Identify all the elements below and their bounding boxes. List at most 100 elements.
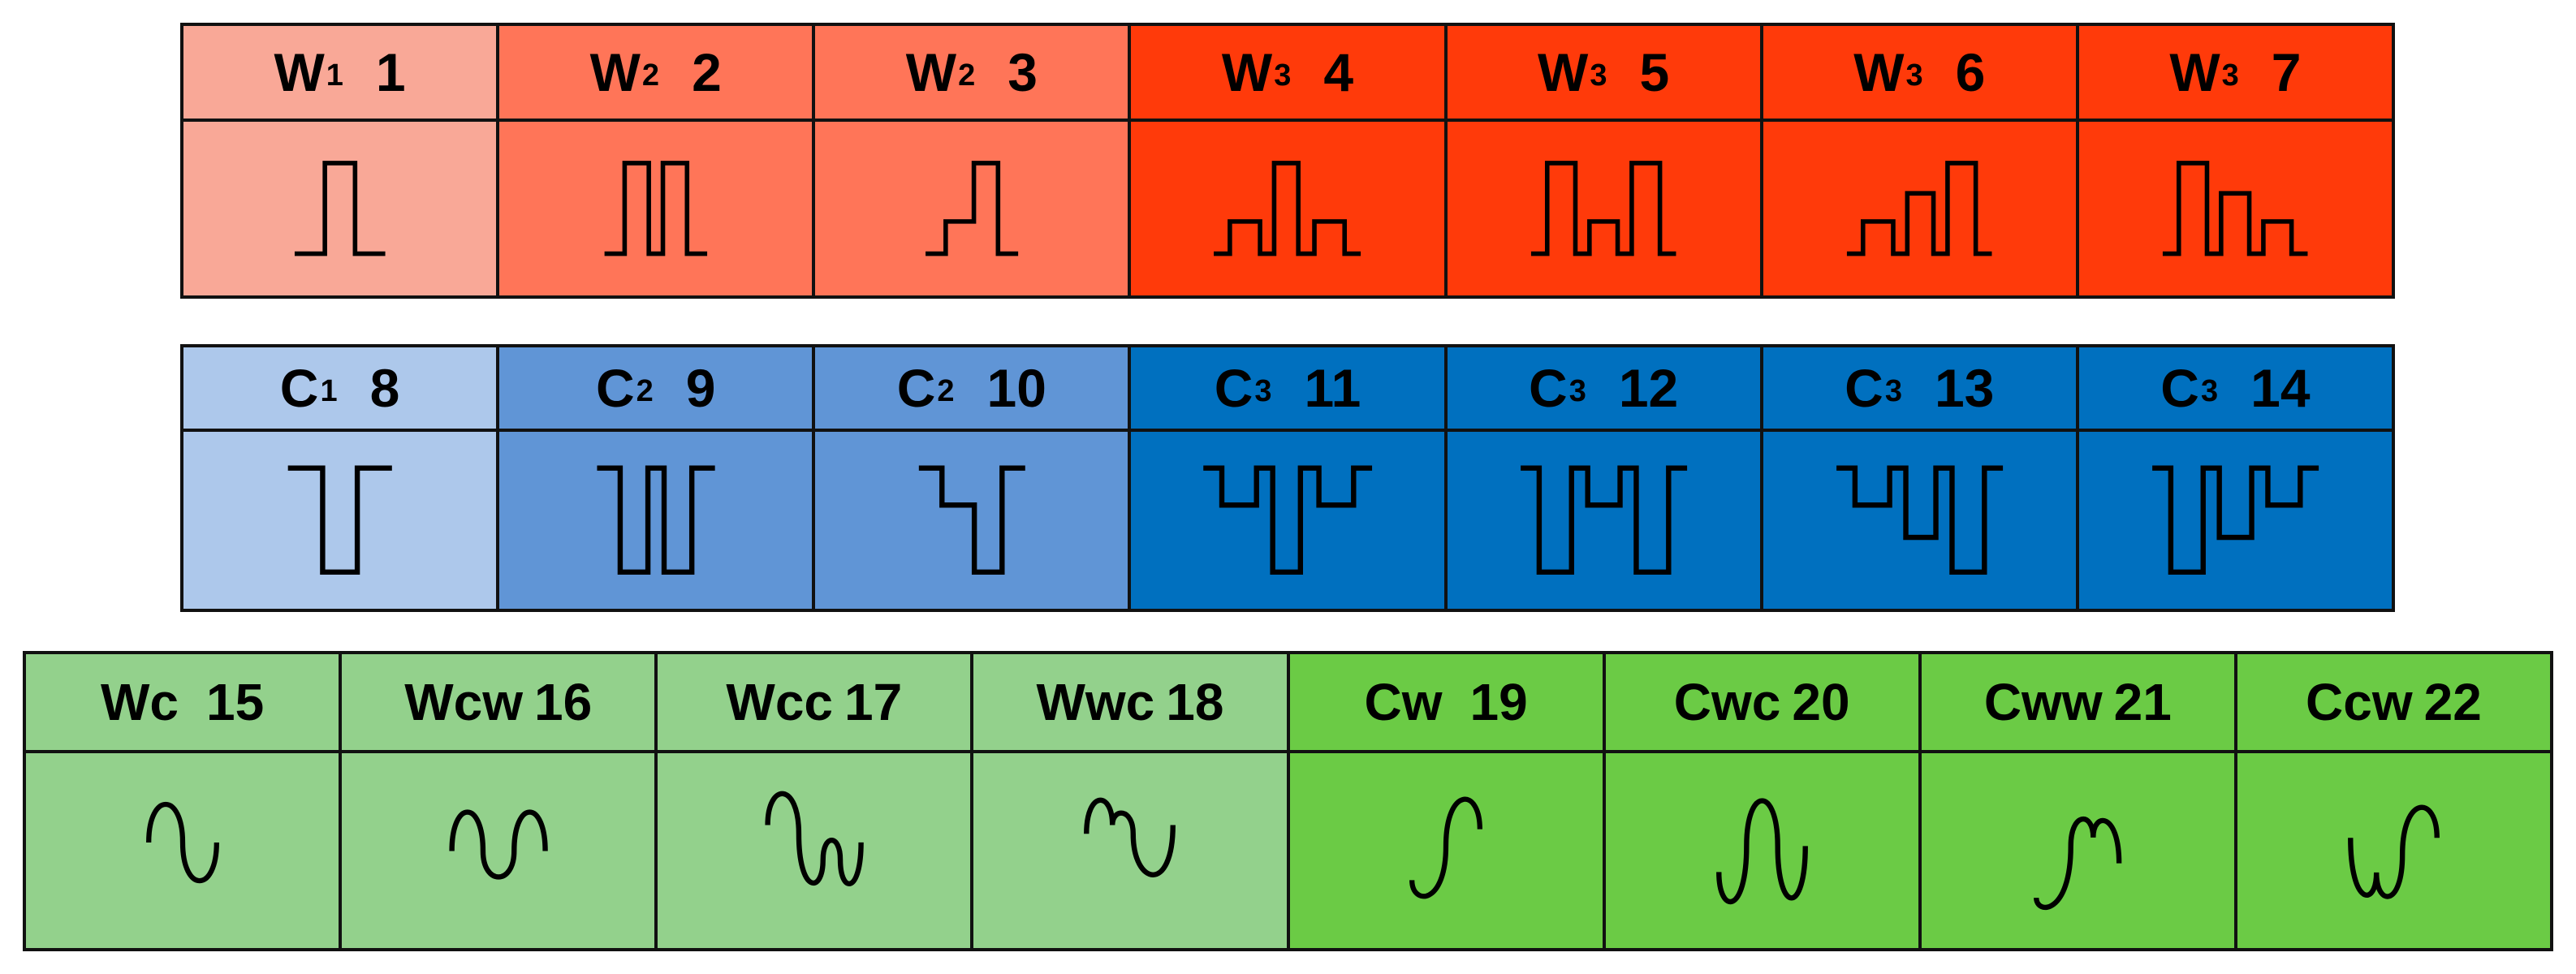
square-wave-icon: [287, 465, 392, 575]
wave-shape-cell: [815, 432, 1132, 612]
square-wave-icon: [1203, 465, 1372, 575]
wave-type-number: 4: [1323, 42, 1354, 102]
sine-wave-icon: [1084, 797, 1176, 877]
wave-type-name: C: [1214, 358, 1253, 418]
wave-type-number: 2: [692, 42, 722, 102]
wave-path: [2151, 465, 2319, 575]
wave-type-number: 12: [1618, 358, 1679, 418]
wave-shape-cell: [342, 753, 658, 951]
wave-type-name: C: [896, 358, 936, 418]
wave-type-subscript: 2: [958, 58, 976, 93]
wave-path: [448, 809, 548, 880]
wave-shape-cell: [499, 122, 816, 299]
wave-type-number: 14: [2250, 358, 2311, 418]
wave-path: [925, 161, 1018, 256]
wave-type-number: 17: [844, 673, 903, 731]
wave-path: [1715, 798, 1808, 905]
wave-shape-cell: [815, 122, 1132, 299]
square-wave-icon: [1847, 161, 1992, 256]
wave-path: [1530, 161, 1676, 256]
wave-path: [1520, 465, 1687, 575]
wave-type-subscript: 2: [636, 373, 654, 408]
wave-shape-cell: [973, 753, 1290, 951]
wave-type-number: 9: [685, 358, 716, 418]
wave-path: [1203, 465, 1372, 575]
wave-path: [294, 161, 386, 256]
wave-type-name: W: [1221, 42, 1273, 102]
wave-type-subscript: 3: [2200, 373, 2219, 408]
wave-type-name: C: [595, 358, 635, 418]
wave-path: [1084, 797, 1176, 877]
wave-shape-cell: [1921, 753, 2237, 951]
wave-type-number: 5: [1639, 42, 1670, 102]
wave-path: [765, 791, 864, 886]
wave-shape-cell: [1447, 122, 1763, 299]
square-wave-icon: [925, 161, 1018, 256]
wave-path: [604, 161, 707, 256]
wave-type-name: W: [905, 42, 957, 102]
wave-path: [1847, 161, 1992, 256]
wave-type-number: 7: [2271, 42, 2302, 102]
wave-type-subscript: 2: [641, 58, 660, 93]
wave-shape-cell: [658, 753, 974, 951]
wave-type-subscript: 3: [1254, 373, 1272, 408]
wave-shape-cell: [183, 122, 500, 299]
wave-shape-cell: [26, 753, 343, 951]
wave-type-number: 8: [369, 358, 400, 418]
wave-shape-cell: [183, 432, 500, 612]
wave-type-number: 13: [1934, 358, 1995, 418]
wave-path: [2034, 817, 2122, 911]
wave-type-number: 15: [205, 673, 265, 731]
wave-type-number: 6: [1955, 42, 1986, 102]
sine-wave-icon: [448, 809, 548, 880]
wave-type-subscript: 3: [2221, 58, 2239, 93]
sine-wave-icon: [1715, 798, 1808, 905]
wave-type-name: Wcw: [404, 673, 523, 731]
wave-shape-cell: [2078, 122, 2395, 299]
square-wave-icon: [1214, 161, 1361, 256]
wave-type-number: 21: [2113, 673, 2172, 731]
wave-type-name: W: [274, 42, 325, 102]
wave-type-subscript: 3: [1274, 58, 1292, 93]
wave-shape-cell: [1605, 753, 1922, 951]
wave-shape-cell: [2078, 432, 2395, 612]
wave-type-name: Wcc: [726, 673, 834, 731]
wave-type-name: C: [1529, 358, 1568, 418]
wave-type-name: W: [2169, 42, 2220, 102]
wave-path: [597, 465, 715, 575]
wave-type-subscript: 3: [1905, 58, 1923, 93]
wave-type-number: 19: [1469, 673, 1528, 731]
wave-type-number: 3: [1008, 42, 1038, 102]
wave-type-number: 11: [1304, 358, 1361, 418]
square-wave-icon: [597, 465, 715, 575]
square-wave-icon: [604, 161, 707, 256]
wave-shape-cell: [1289, 753, 1606, 951]
wave-shape-cell: [1131, 432, 1448, 612]
wave-shape-cell: [1131, 122, 1448, 299]
wave-type-subscript: 3: [1590, 58, 1607, 93]
sine-wave-icon: [2034, 817, 2122, 911]
wave-type-name: Wc: [100, 673, 179, 731]
square-wave-icon: [918, 465, 1025, 575]
square-wave-icon: [2163, 161, 2308, 256]
square-wave-icon: [294, 161, 386, 256]
wave-path: [1214, 161, 1361, 256]
